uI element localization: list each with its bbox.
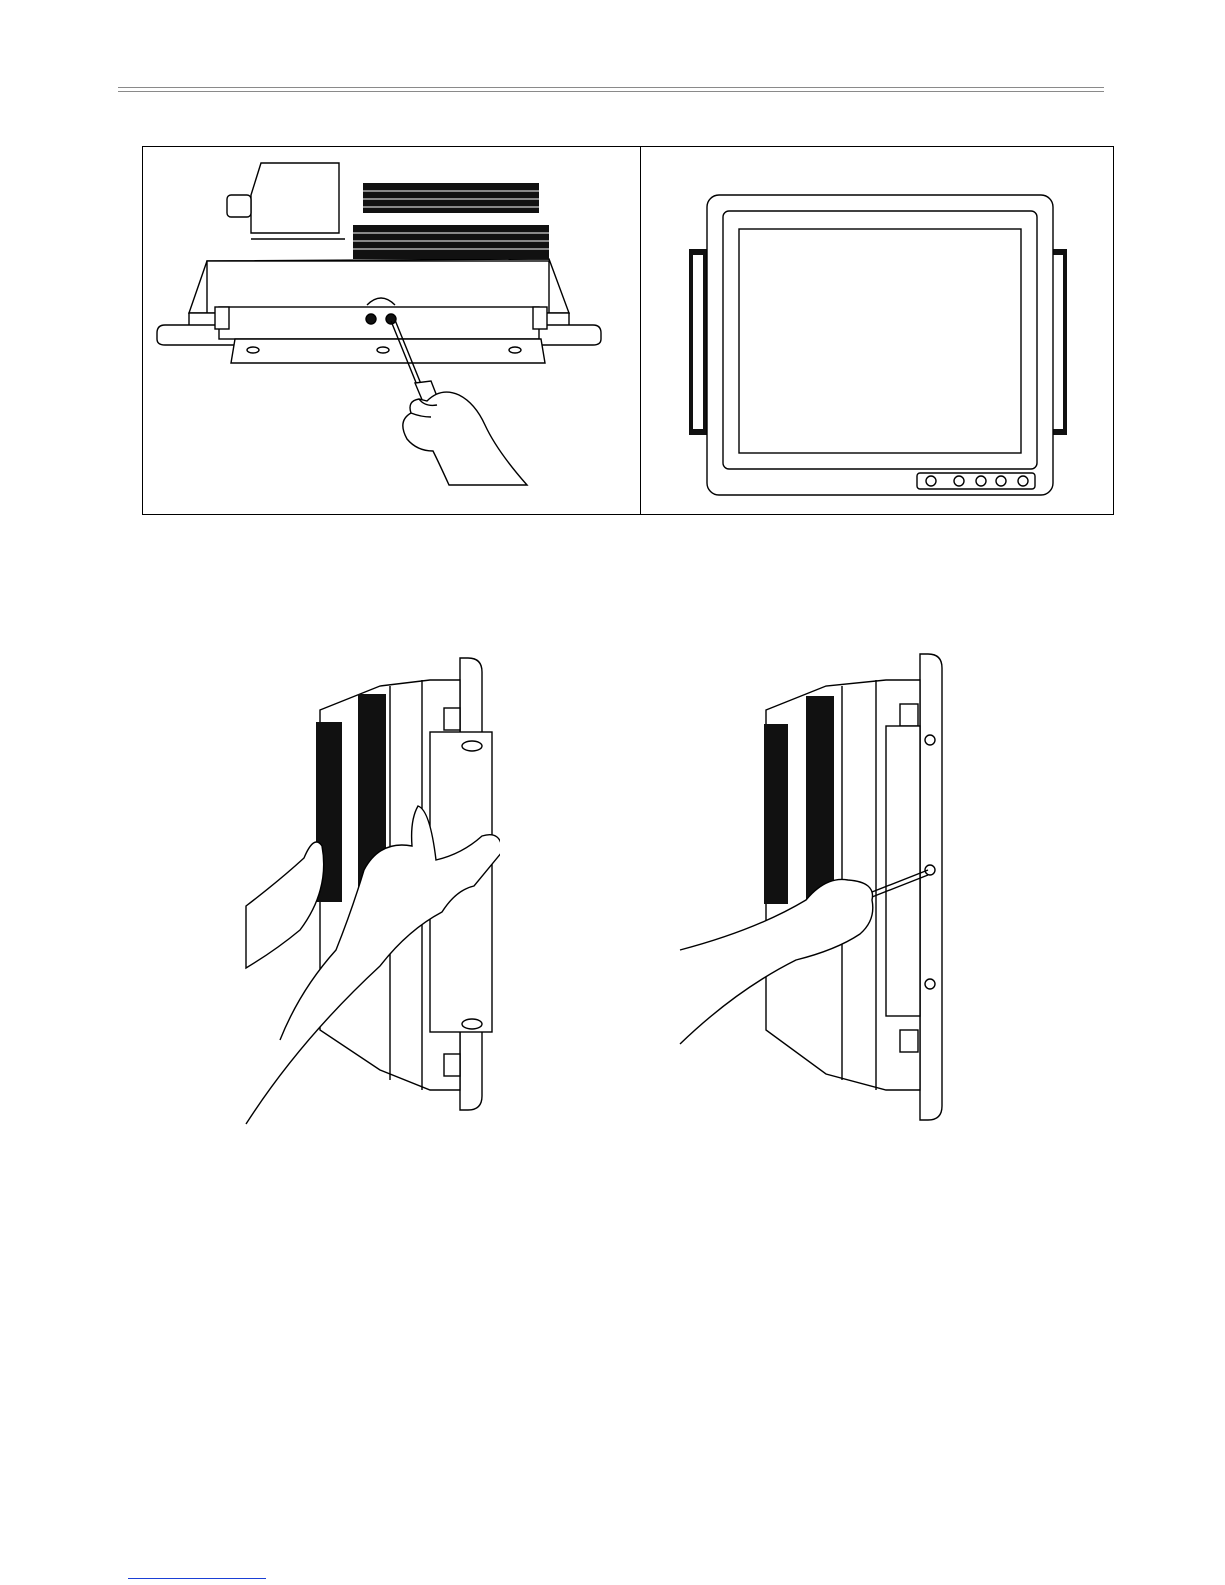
hand-left	[246, 842, 324, 968]
side-screw-bracket-illustration	[676, 650, 956, 1130]
hand-outline	[403, 392, 527, 485]
back-bracket-illustration	[149, 155, 629, 505]
table-cell-divider	[640, 147, 641, 514]
footer-link-underline[interactable]	[128, 1578, 266, 1579]
heatsink-top	[353, 183, 549, 259]
figure-table	[142, 146, 1114, 515]
front-panel-illustration	[683, 187, 1073, 507]
header-rule	[118, 87, 1104, 92]
side-insert-bracket-illustration	[240, 650, 500, 1130]
